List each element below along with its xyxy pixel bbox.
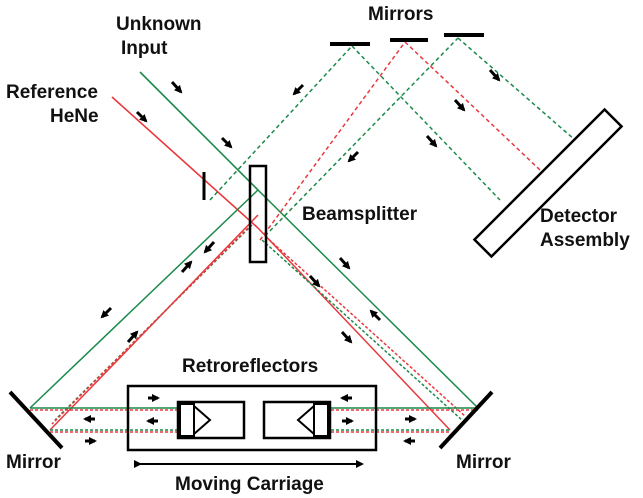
- green-beam-left-down: [29, 189, 259, 409]
- label-moving-carriage: Moving Carriage: [175, 474, 324, 495]
- green-output-up: [209, 45, 353, 201]
- direction-arrows: [83, 68, 501, 445]
- label-reference-1: Reference: [6, 82, 98, 103]
- red-to-detector: [404, 41, 541, 171]
- red-beam-right-down: [257, 227, 451, 431]
- label-reference-2: HeNe: [50, 106, 99, 127]
- left-retroreflector: [179, 403, 195, 437]
- red-return-left: [51, 227, 249, 425]
- label-unknown-input-1: Unknown: [116, 14, 202, 35]
- right-mirror: [438, 390, 494, 450]
- green-beam-right-down: [257, 189, 479, 409]
- left-retroreflector-prism: [193, 405, 212, 435]
- red-beam-left-down: [49, 214, 259, 431]
- label-mirrors-top: Mirrors: [368, 4, 433, 25]
- right-retroreflector: [313, 403, 329, 437]
- label-detector-1: Detector: [540, 206, 618, 227]
- label-retroreflectors: Retroreflectors: [182, 356, 318, 377]
- reference-hene-beam: [111, 96, 259, 229]
- detector-assembly: [472, 107, 624, 259]
- moving-carriage-box: [126, 384, 378, 452]
- right-retroreflector-prism: [296, 405, 315, 435]
- unknown-input-beam: [139, 71, 259, 191]
- label-mirror-left: Mirror: [6, 452, 62, 473]
- green-to-detector-2: [457, 37, 576, 141]
- left-mirror: [8, 390, 64, 450]
- label-detector-2: Assembly: [540, 230, 630, 251]
- label-beamsplitter: Beamsplitter: [302, 204, 418, 225]
- label-mirror-right: Mirror: [456, 452, 512, 473]
- beamsplitter: [248, 164, 268, 264]
- label-unknown-input-2: Input: [121, 38, 168, 59]
- red-output-up: [259, 41, 406, 241]
- green-to-detector-1: [351, 45, 501, 201]
